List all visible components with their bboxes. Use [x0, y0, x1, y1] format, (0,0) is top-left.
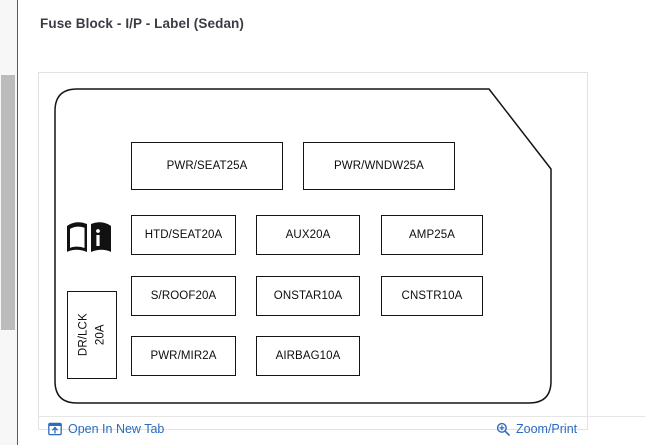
fuse-box: S/ROOF20A	[131, 276, 236, 316]
fuse-box: AUX20A	[256, 215, 360, 255]
zoom-print-label: Zoom/Print	[516, 422, 578, 436]
open-in-new-tab-label: Open In New Tab	[68, 422, 165, 436]
fuse-rating: 20A	[94, 324, 106, 346]
fuse-box: AMP25A	[381, 215, 483, 255]
fuse-rating: 10A	[321, 289, 343, 302]
page-scrollbar[interactable]	[0, 0, 18, 445]
page-title: Fuse Block - I/P - Label (Sedan)	[40, 16, 244, 31]
fuse-name: AMP	[409, 228, 435, 241]
fuse-name: CNSTR	[401, 289, 442, 302]
fuse-rating: 25A	[403, 159, 424, 172]
fuse-box: ONSTAR10A	[256, 276, 360, 316]
fuse-name: PWR/MIR	[150, 349, 203, 362]
fuse-rating: 20A	[309, 228, 331, 241]
fuse-box: DR/LCK 20A	[67, 291, 117, 379]
fuse-box: AIRBAG10A	[256, 336, 360, 376]
fuse-rating: 10A	[319, 349, 341, 362]
fuse-rating: 25A	[434, 228, 455, 241]
fuse-box: HTD/SEAT20A	[131, 215, 236, 255]
magnifier-plus-icon	[496, 422, 510, 436]
fuse-name: DR/LCK	[77, 313, 90, 357]
fuse-name: AUX	[285, 228, 310, 241]
fuse-name: HTD/SEAT	[144, 228, 202, 241]
fuse-rating: 10A	[441, 289, 463, 302]
open-in-new-tab-link[interactable]: Open In New Tab	[48, 422, 164, 436]
fuse-name: AIRBAG	[275, 349, 320, 362]
viewer-footer-toolbar: Open In New Tab Zoom/Print	[38, 416, 645, 445]
fuse-rating: 20A	[195, 289, 217, 302]
fuse-rating: 25A	[226, 159, 248, 172]
fuse-box: CNSTR10A	[381, 276, 483, 316]
fuse-rating: 20A	[201, 228, 223, 241]
fuse-name: ONSTAR	[273, 289, 322, 302]
owners-manual-book-icon	[65, 218, 113, 256]
fuse-name: PWR/WNDW	[334, 159, 404, 172]
fuse-box: PWR/SEAT25A	[131, 142, 283, 190]
fuse-rating: 2A	[202, 349, 217, 362]
zoom-print-link[interactable]: Zoom/Print	[496, 422, 577, 436]
open-in-new-window-icon	[48, 422, 62, 436]
fuse-name: PWR/SEAT	[166, 159, 227, 172]
fuse-box: PWR/MIR2A	[131, 336, 236, 376]
fuse-box: PWR/WNDW25A	[303, 142, 455, 190]
fuse-name: S/ROOF	[150, 289, 196, 302]
page-scrollbar-thumb[interactable]	[1, 75, 15, 330]
